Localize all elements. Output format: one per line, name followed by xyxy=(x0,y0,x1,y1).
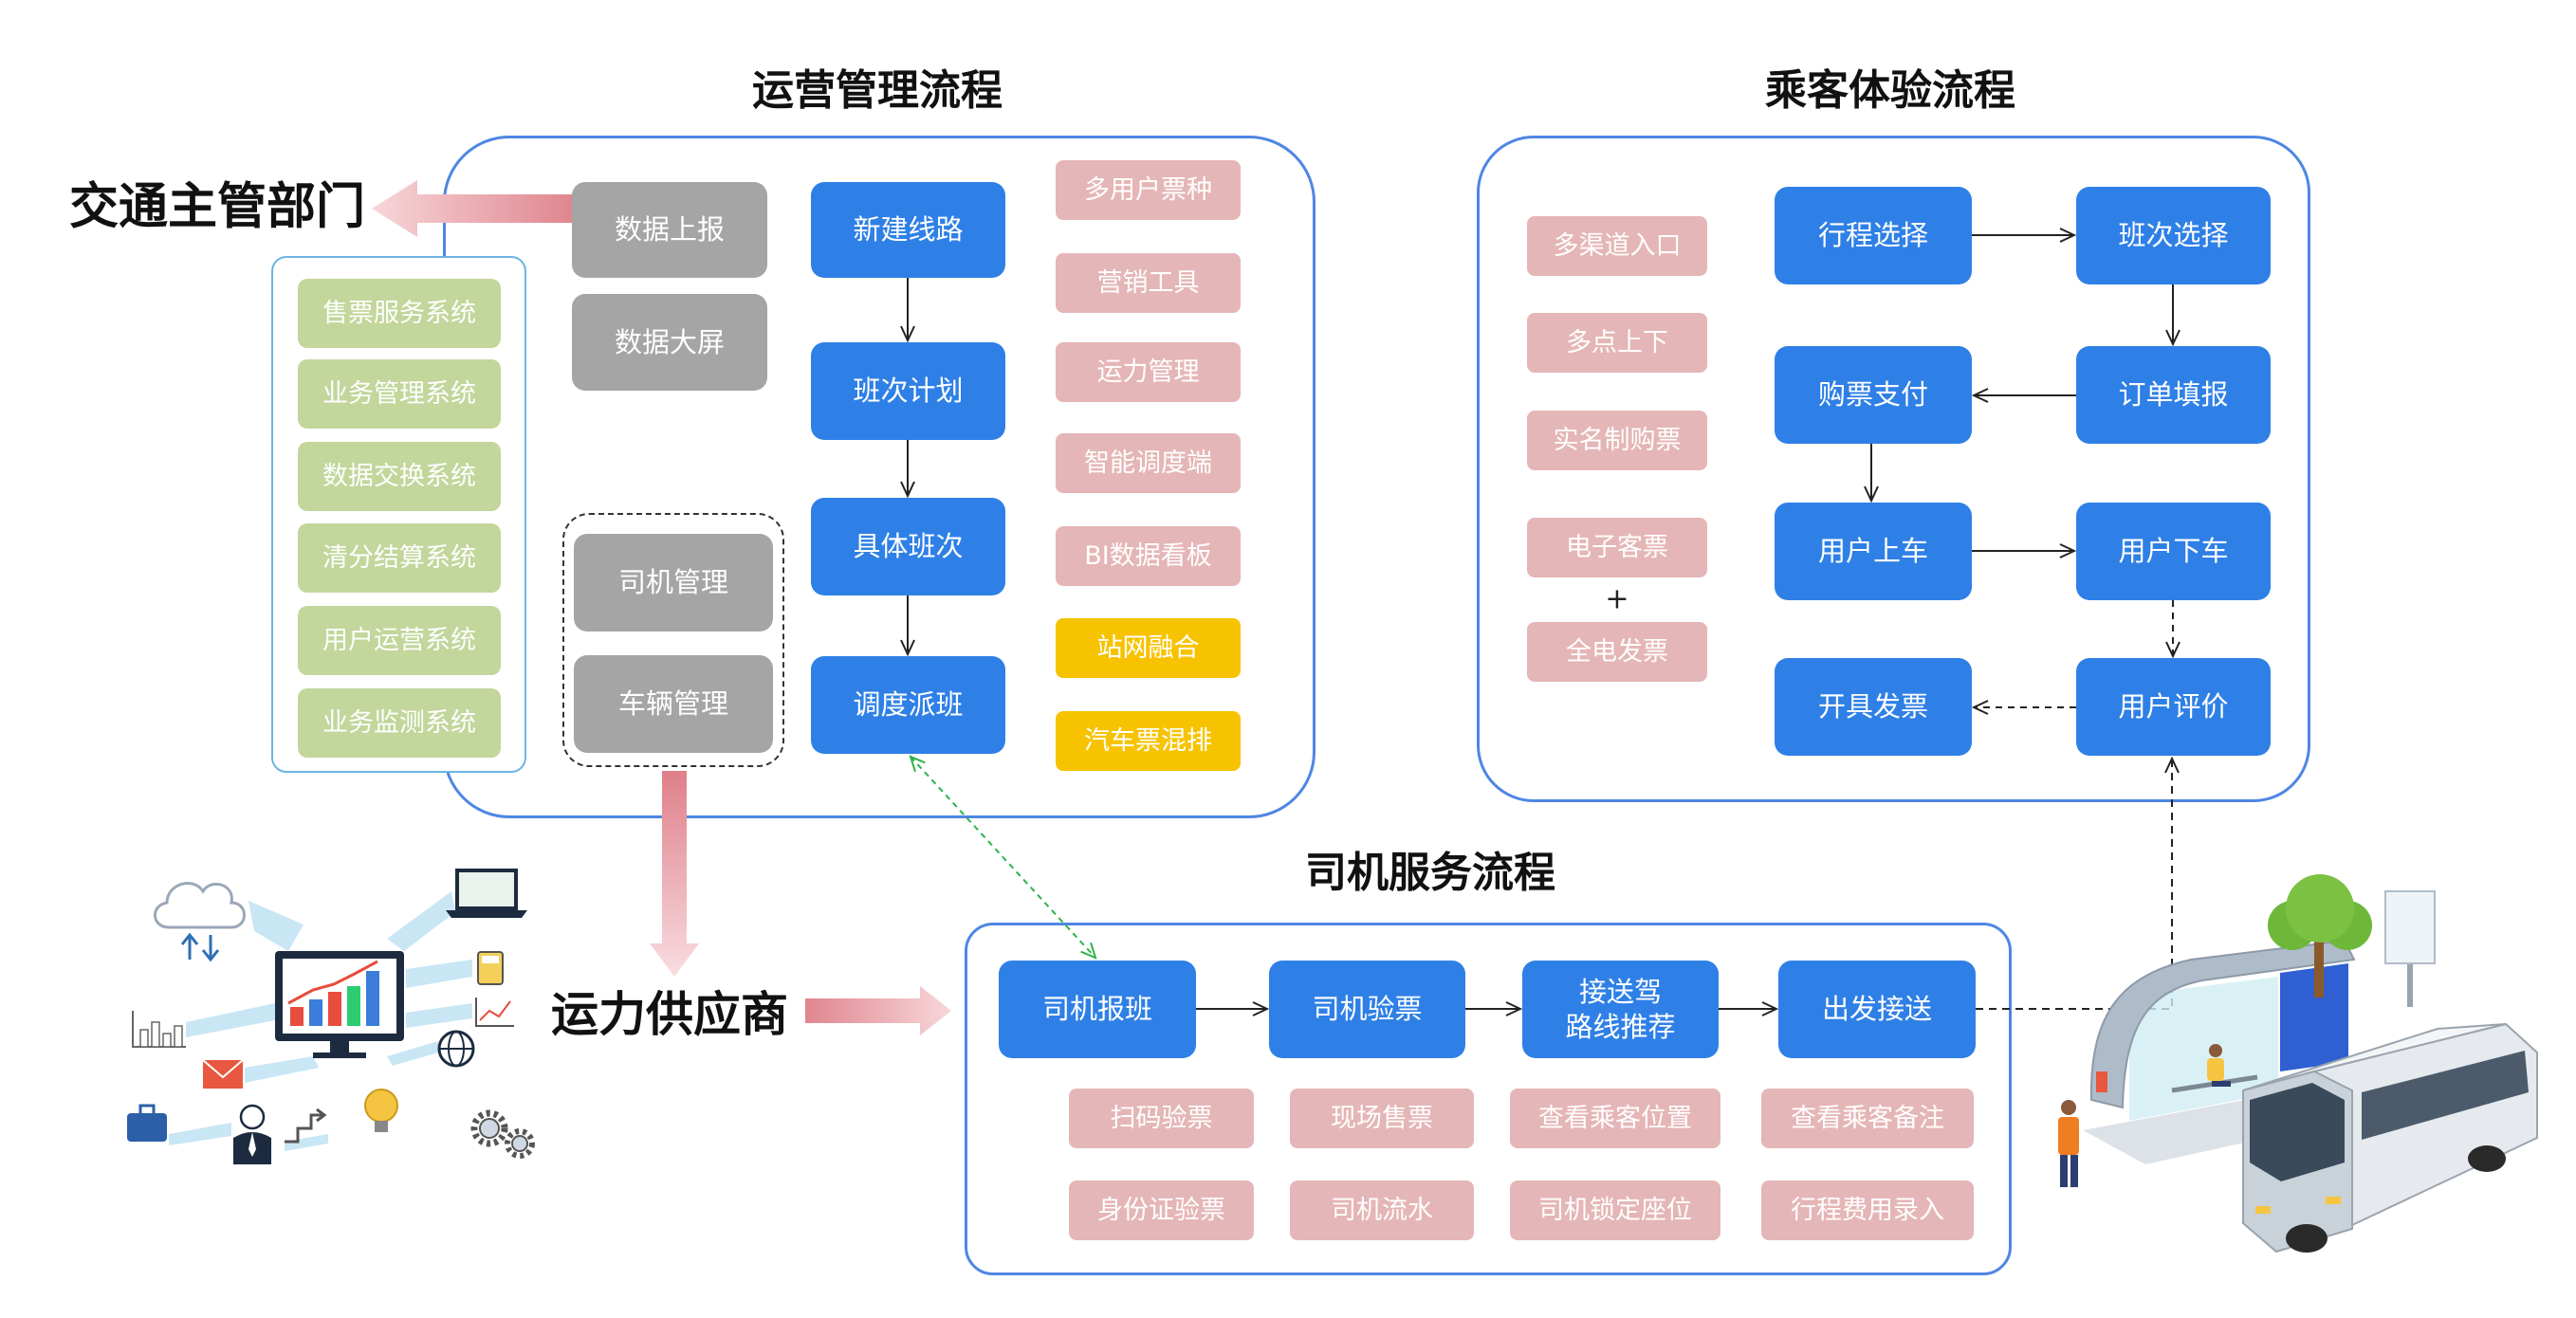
calculator-icon xyxy=(477,951,504,985)
operations-title: 运营管理流程 xyxy=(752,66,1003,115)
system-data-exchange: 数据交换系统 xyxy=(298,442,501,511)
flow-step-alight: 用户下车 xyxy=(2076,503,2271,600)
flow-step-order-fill: 订单填报 xyxy=(2076,346,2271,444)
flow-step-dispatch: 调度派班 xyxy=(811,656,1005,754)
driver-feature-passenger-location: 查看乘客位置 xyxy=(1510,1089,1720,1148)
feature-smart-dispatch: 智能调度端 xyxy=(1056,433,1241,493)
data-report-box: 数据上报 xyxy=(572,182,767,278)
driver-management-box: 司机管理 xyxy=(574,534,773,632)
growth-steps-icon xyxy=(285,1107,327,1144)
driver-feature-seat-lock: 司机锁定座位 xyxy=(1510,1181,1720,1240)
route-recommend-line1: 接送驾 xyxy=(1578,976,1662,1009)
flow-step-specific-schedule: 具体班次 xyxy=(811,498,1005,595)
gears-icon xyxy=(470,1109,535,1159)
light-beam xyxy=(169,1123,231,1145)
supplier-label: 运力供应商 xyxy=(551,987,788,1042)
resources-to-supplier-arrow xyxy=(650,771,699,977)
depart-review-connector xyxy=(1976,759,2172,1010)
light-beam xyxy=(387,891,455,951)
lightbulb-icon xyxy=(364,1089,398,1132)
driver-feature-driver-ledger: 司机流水 xyxy=(1290,1181,1474,1240)
driver-feature-fare-entry: 行程费用录入 xyxy=(1761,1181,1974,1240)
monitor-chart-icon xyxy=(275,951,404,1058)
light-beam xyxy=(285,1134,328,1151)
line-chart-icon xyxy=(475,998,514,1027)
flow-step-pay: 购票支付 xyxy=(1775,346,1972,444)
bar-chart-icon xyxy=(132,1011,186,1048)
standing-passenger-icon xyxy=(2058,1100,2079,1187)
envelope-icon xyxy=(202,1059,244,1089)
download-arrow-icon xyxy=(201,935,220,962)
flow-step-new-route: 新建线路 xyxy=(811,182,1005,278)
passenger-feature-multi-channel: 多渠道入口 xyxy=(1527,216,1707,276)
tree-icon xyxy=(2268,874,2372,998)
seated-passenger-icon xyxy=(2207,1044,2231,1087)
light-beam xyxy=(387,1041,438,1066)
light-beam xyxy=(406,1003,472,1028)
info-board xyxy=(2384,890,2436,1007)
bus-icon xyxy=(2242,1022,2538,1254)
system-business-management: 业务管理系统 xyxy=(298,359,501,429)
driver-feature-passenger-notes: 查看乘客备注 xyxy=(1761,1089,1974,1148)
system-business-monitoring: 业务监测系统 xyxy=(298,688,501,758)
authority-label: 交通主管部门 xyxy=(69,178,366,236)
feature-marketing-tools: 营销工具 xyxy=(1056,253,1241,313)
shelter-roof xyxy=(2089,939,2356,1109)
vehicle-management-box: 车辆管理 xyxy=(574,655,773,753)
bus-station-illustration xyxy=(2058,874,2538,1254)
passenger-feature-e-invoice: 全电发票 xyxy=(1527,622,1707,682)
passenger-feature-e-ticket: 电子客票 xyxy=(1527,518,1707,577)
data-screen-box: 数据大屏 xyxy=(572,294,767,391)
briefcase-icon xyxy=(127,1104,167,1142)
driver-feature-onsite-sale: 现场售票 xyxy=(1290,1089,1474,1148)
passenger-feature-multi-stop: 多点上下 xyxy=(1527,313,1707,373)
flow-step-schedule-select: 班次选择 xyxy=(2076,187,2271,284)
system-ticketing: 售票服务系统 xyxy=(298,279,501,348)
system-user-operations: 用户运营系统 xyxy=(298,606,501,675)
system-clearing-settlement: 清分结算系统 xyxy=(298,523,501,593)
flow-step-depart: 出发接送 xyxy=(1778,961,1976,1058)
flow-step-review: 用户评价 xyxy=(2076,658,2271,756)
feature-capacity-management: 运力管理 xyxy=(1056,342,1241,402)
shelter-glass-panel xyxy=(2129,977,2278,1121)
cloud-icon xyxy=(154,882,246,929)
supplier-to-driver-arrow xyxy=(805,986,951,1035)
person-icon xyxy=(233,1104,271,1164)
passenger-frame xyxy=(1477,136,2310,802)
flow-step-schedule-plan: 班次计划 xyxy=(811,342,1005,440)
laptop-icon xyxy=(446,869,527,918)
passenger-feature-real-name: 实名制购票 xyxy=(1527,411,1707,470)
flow-step-trip-select: 行程选择 xyxy=(1775,187,1972,284)
driver-title: 司机服务流程 xyxy=(1305,849,1555,897)
plus-sign: + xyxy=(1605,582,1629,616)
it-network-illustration xyxy=(127,869,535,1164)
feature-bus-ticket-mixing: 汽车票混排 xyxy=(1056,711,1241,771)
dispatch-checkin-connector xyxy=(911,757,1095,958)
light-beam xyxy=(245,1056,319,1083)
passenger-title: 乘客体验流程 xyxy=(1765,66,2015,115)
flow-step-route-recommend: 接送驾 路线推荐 xyxy=(1522,961,1719,1058)
driver-frame xyxy=(965,923,2012,1275)
shelter-sign xyxy=(2096,1071,2107,1092)
shelter-banner xyxy=(2280,963,2348,1071)
light-beam xyxy=(248,901,304,951)
light-beam xyxy=(186,1003,275,1037)
flow-step-invoice: 开具发票 xyxy=(1775,658,1972,756)
feature-multi-ticket-types: 多用户票种 xyxy=(1056,160,1241,220)
flow-step-board: 用户上车 xyxy=(1775,503,1972,600)
light-beam xyxy=(406,960,472,988)
flow-step-driver-check-in: 司机报班 xyxy=(999,961,1196,1058)
feature-bi-dashboard: BI数据看板 xyxy=(1056,526,1241,586)
upload-arrow-icon xyxy=(180,932,199,960)
driver-feature-id-verify: 身份证验票 xyxy=(1069,1181,1254,1240)
resource-management-frame xyxy=(562,513,784,767)
route-recommend-line2: 路线推荐 xyxy=(1565,1010,1676,1043)
globe-icon xyxy=(437,1030,475,1068)
driver-feature-qr-verify: 扫码验票 xyxy=(1069,1089,1254,1148)
report-to-authority-arrow xyxy=(372,180,572,237)
feature-station-network-fusion: 站网融合 xyxy=(1056,618,1241,678)
flow-step-driver-verify: 司机验票 xyxy=(1269,961,1465,1058)
